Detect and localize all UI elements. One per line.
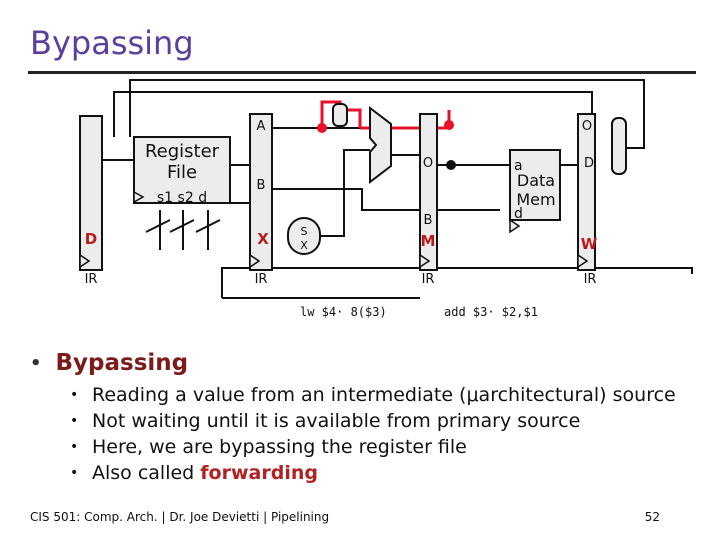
regfile-ports: s1 s2 d [157,190,207,206]
mem-data-label: Data [517,171,555,190]
latch-d-label: D [584,156,594,171]
bullet-heading: • Bypassing [30,350,676,376]
regfile-port-wires [145,210,221,250]
sx-to-alu-wire [320,149,370,237]
sx-s-label: S [301,225,308,238]
latch-o-mid-label: O [423,156,433,171]
stage-x-label: X [257,230,269,248]
regfile-label-2: File [167,162,197,183]
stage-m-label: M [421,232,436,250]
junction-dot [446,160,456,170]
latch-xm [419,113,438,271]
title-rule [28,71,696,74]
bypass-dot-right [444,120,454,130]
sub-bullet: • Also called forwarding [70,460,676,486]
sub-bullet: • Reading a value from an intermediate (μ… [70,382,676,408]
top-feedback-wire [113,91,593,137]
mem-clock-icon [509,218,521,234]
bypass-dot-left [317,123,327,133]
sub-bullet-text: Reading a value from an intermediate (μa… [92,384,676,406]
register-file [133,136,231,204]
data-memory [509,149,561,221]
sub-bullet: • Not waiting until it is available from … [70,408,676,434]
sub-bullet-text: Also called [92,462,201,484]
slide-footer: CIS 501: Comp. Arch. | Dr. Joe Devietti … [30,510,330,524]
bullet-dot-icon: • [70,465,79,481]
sub-bullets: • Reading a value from an intermediate (μ… [30,382,676,486]
mem-d-label: d [514,206,523,222]
bullet-dot-icon: • [70,387,79,403]
stage-d-label: D [85,230,97,248]
ir-wire-4 [595,267,693,274]
ir-wire-1 [221,267,250,298]
latch-dx [249,113,273,271]
sub-bullet-text: Not waiting until it is available from p… [92,410,581,432]
ir-label-m: IR [422,272,435,287]
latch-mw [577,113,596,271]
bullet-list: • Bypassing • Reading a value from an int… [30,350,676,486]
bullet-dot-icon: • [70,413,79,429]
regfile-clock-icon [133,190,145,204]
writeback-mux [611,117,627,175]
stage-w-label: W [581,235,598,253]
ir-label-w: IR [584,272,597,287]
latch-fd [79,115,103,271]
bypass-mux [332,103,348,127]
instr-lw: lw $4­· 8($3) [300,305,387,319]
sub-bullet-text: Here, we are bypassing the register file [92,436,467,458]
mem-a-label: a [514,158,523,174]
page-number: 52 [644,510,660,524]
writeback-wire [129,79,645,149]
ir-label-d: IR [85,272,98,287]
latch-b-m-label: B [424,213,433,228]
sign-extend [287,217,321,255]
mem-mem-label: Mem [516,190,555,209]
bullet-dot-icon: • [70,439,79,455]
regfile-label-1: Register [145,141,220,162]
alu [369,105,392,185]
forwarding-highlight: forwarding [200,462,318,484]
datapath-diagram: Register File s1 s2 d D IR A B X IR S X … [79,79,693,319]
bullet-dot-icon: • [30,352,42,374]
bullet-heading-text: Bypassing [55,350,189,376]
sx-x-label: X [300,239,308,252]
ir-label-x: IR [255,272,268,287]
sub-bullet: • Here, we are bypassing the register fil… [70,434,676,460]
latch-o-top-label: O [582,119,592,134]
slide-title: Bypassing [30,24,194,62]
latch-a-label: A [257,119,266,134]
latch-b-label: B [257,178,266,193]
b-to-latch-wire [272,188,420,211]
instr-add: add $3­· $2,$1 [444,305,538,319]
latch-clock-icons [79,253,589,269]
